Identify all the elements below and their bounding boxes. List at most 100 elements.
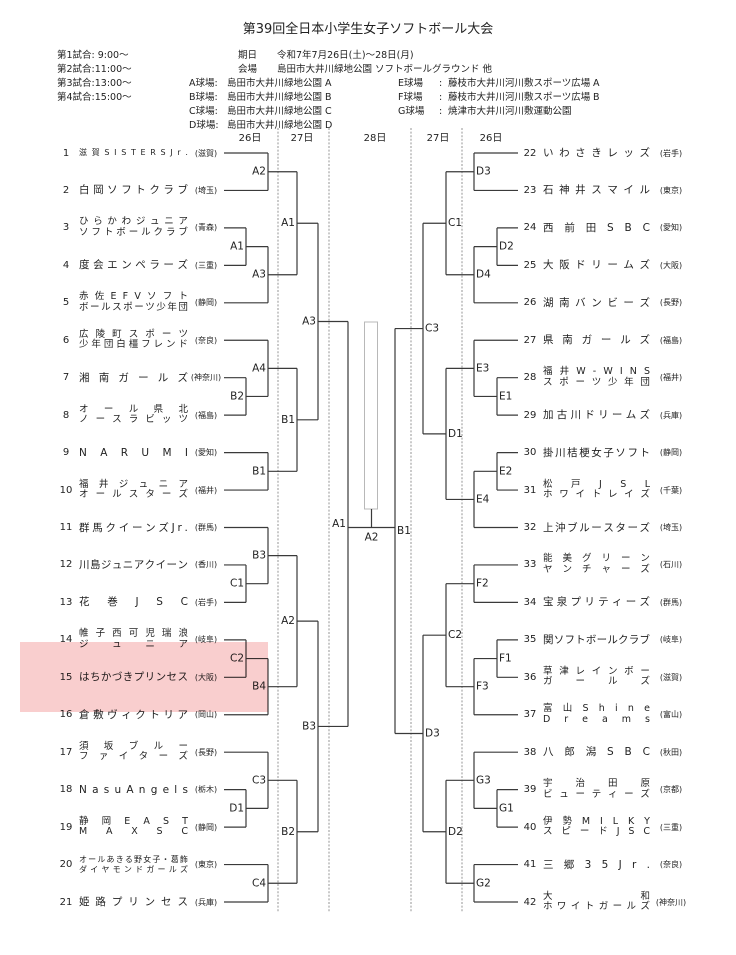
name-glyph: I <box>600 815 603 827</box>
name-glyph: ガ <box>598 901 609 912</box>
name-glyph: ズ <box>639 147 650 159</box>
team-prefecture: (神奈川) <box>190 373 222 383</box>
team-name-line: 少年団白橿フレンド <box>79 340 188 351</box>
name-glyph: ク <box>144 558 156 571</box>
name-glyph: チ <box>581 563 592 575</box>
match-label: B4 <box>252 681 266 693</box>
name-glyph: イ <box>570 901 581 912</box>
name-glyph: K <box>627 815 635 827</box>
name-glyph: ー <box>128 226 139 238</box>
field-label: F球場 <box>398 92 423 103</box>
name-glyph: ト <box>639 446 651 459</box>
field-label: C球場: <box>189 106 218 117</box>
name-glyph: 児 <box>145 628 155 640</box>
name-glyph: 掛 <box>543 446 554 459</box>
name-glyph: ル <box>141 226 151 238</box>
match-label: A1 <box>281 217 295 229</box>
name-glyph: 姫 <box>79 896 90 908</box>
name-glyph: 加 <box>543 409 554 422</box>
match-label: A3 <box>302 316 316 328</box>
field-label: B球場: <box>189 92 218 103</box>
team-name: 川島ジュニアクイーン <box>79 553 188 577</box>
match-label: D3 <box>425 727 440 739</box>
name-glyph: ュ <box>559 788 569 800</box>
name-glyph: A <box>126 783 134 796</box>
name-glyph: 陵 <box>95 328 106 340</box>
field-code: B <box>593 92 600 103</box>
name-glyph: 佐 <box>94 291 105 303</box>
name-glyph: N <box>629 366 637 378</box>
team-name: 能美グリーンヤンチャーズ <box>543 553 650 577</box>
team-prefecture: (静岡) <box>194 298 218 308</box>
team-name: 大阪ドリームズ <box>543 253 650 277</box>
name-glyph: ワ <box>556 901 567 912</box>
name-glyph: ス <box>128 328 139 340</box>
team-prefecture: (福井) <box>659 373 683 383</box>
name-glyph: n <box>627 703 634 715</box>
name-glyph: C <box>642 221 650 234</box>
name-glyph: ト <box>575 633 586 646</box>
name-glyph: ビ <box>607 296 618 309</box>
name-glyph: R <box>150 148 156 158</box>
name-glyph: S <box>620 478 627 490</box>
name-glyph: 宇 <box>543 778 553 790</box>
name-glyph: ポ <box>123 301 133 313</box>
name-glyph: ズ <box>639 296 650 309</box>
name-glyph: n <box>138 783 146 796</box>
name-glyph: タ <box>615 521 626 534</box>
name-glyph: 富 <box>543 703 553 715</box>
name-glyph: ニ <box>122 558 134 571</box>
match-label: E2 <box>499 465 512 477</box>
team-name-line: 石神井スマイル <box>543 184 650 196</box>
name-glyph: s <box>103 783 110 796</box>
name-glyph: ト <box>178 291 188 303</box>
name-glyph: 坂 <box>103 740 114 752</box>
name-glyph: 少 <box>156 301 166 313</box>
name-glyph: u <box>114 783 122 796</box>
name-glyph: ノ <box>79 414 89 426</box>
schedule-game-2: 第2試合:11:00～ <box>57 64 132 75</box>
field-place: 島田市大井川緑地公園 <box>227 78 323 89</box>
team-number: 28 <box>523 372 537 384</box>
name-glyph: 岡 <box>93 184 104 197</box>
team-name-line: ヤンチャーズ <box>543 563 650 576</box>
team-name: 湖南バンビーズ <box>543 291 650 315</box>
name-glyph: ー <box>158 751 169 763</box>
name-glyph: 滋 <box>79 148 87 158</box>
team-name-line: ノースラビッツ <box>79 415 188 426</box>
team-name: 関ソフトボールクラブ <box>543 628 650 652</box>
team-name-line: 福井ジュニア <box>79 479 188 491</box>
match-label: E3 <box>476 362 489 374</box>
name-glyph: ン <box>562 563 572 575</box>
name-glyph: 能 <box>543 553 553 565</box>
name-glyph: ソ <box>615 446 626 459</box>
name-glyph: C <box>642 746 650 759</box>
match-label: G1 <box>499 802 514 814</box>
team-name: 掛川桔梗女子ソフト <box>543 441 650 465</box>
schedule-game-3: 第3試合:13:00～ <box>57 78 132 89</box>
name-glyph: S <box>160 148 166 158</box>
name-glyph: 県 <box>543 334 554 347</box>
name-glyph: ド <box>598 826 608 838</box>
day-header-28: 28日 <box>363 133 387 144</box>
name-glyph: ス <box>112 301 122 313</box>
name-glyph: ニ <box>164 216 174 228</box>
name-glyph: ュ <box>111 558 123 571</box>
name-glyph: 井 <box>559 366 570 378</box>
name-glyph: ル <box>579 521 590 534</box>
name-glyph: l <box>174 783 178 796</box>
name-glyph: イ <box>118 751 129 763</box>
team-prefecture: (大阪) <box>659 260 683 270</box>
name-glyph: モ <box>112 864 121 874</box>
name-glyph: ラ <box>165 226 176 238</box>
name-glyph: 三 <box>543 858 554 871</box>
team-prefecture: (三重) <box>194 260 218 270</box>
